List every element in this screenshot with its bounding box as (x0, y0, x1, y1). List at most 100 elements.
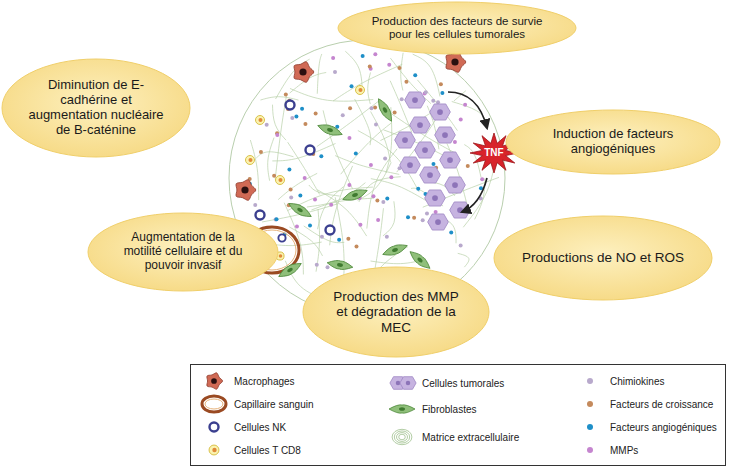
factor-dot (421, 218, 425, 222)
legend-item: Facteurs angiogéniques (575, 417, 717, 437)
macrophage (236, 180, 256, 201)
factor-dot (314, 112, 318, 116)
legend-symbol (387, 399, 417, 419)
factor-dot (354, 152, 358, 156)
factor-dot (298, 193, 302, 197)
legend-symbol (387, 427, 417, 447)
legend-swatch (587, 401, 593, 407)
ellipse-fill (2, 59, 190, 157)
factor-dot (400, 97, 404, 101)
nk-cell (256, 211, 265, 220)
matrix-fibre (355, 99, 371, 145)
fibroblast (326, 259, 353, 272)
t-cell-nucleus (249, 158, 253, 162)
tumor-cell (435, 127, 456, 143)
factor-dot (383, 157, 387, 161)
matrix-fibre (323, 110, 352, 189)
effect-text: Augmentation de la motilité cellulaire e… (112, 231, 254, 272)
t-cell-nucleus (279, 254, 283, 258)
factor-dot (313, 198, 317, 202)
effect-ellipse: Induction de facteurs angiogéniques (505, 109, 721, 175)
factor-dot (406, 215, 410, 219)
factor-dot (333, 70, 337, 74)
factor-dot (347, 136, 351, 140)
tumor-cell (430, 104, 451, 120)
fibroblast (316, 122, 343, 139)
legend-box: MacrophagesCapillaire sanguinCellules NK… (190, 364, 726, 466)
factor-dot (431, 99, 435, 103)
legend-text: Fibroblastes (422, 404, 476, 415)
legend-text: Cellules tumorales (422, 378, 504, 389)
factor-dot (294, 115, 298, 119)
tumor-nucleus (432, 195, 438, 201)
factor-dot (373, 52, 377, 56)
legend-symbol (387, 373, 417, 393)
legend-text: Facteurs angiogéniques (610, 422, 717, 433)
tumor-nucleus (407, 162, 413, 168)
tumor-cell (405, 92, 426, 108)
legend-symbol (199, 440, 229, 460)
factor-dot (275, 217, 279, 221)
fibroblast-nucleus (382, 107, 388, 114)
t-cell (276, 176, 285, 185)
legend-symbol (575, 440, 605, 460)
macrophage-nucleus (241, 186, 248, 193)
factor-dot (368, 64, 372, 68)
legend-text: Chimiokines (610, 376, 664, 387)
matrix-fibre (359, 177, 401, 202)
matrix-fibre (317, 54, 322, 94)
factor-dot (358, 223, 362, 227)
legend-symbol (575, 417, 605, 437)
fibroblast-nucleus (327, 127, 334, 132)
factor-dot (431, 162, 435, 166)
tumor-cell (395, 132, 416, 148)
factor-dot (319, 154, 323, 158)
legend-text: MMPs (610, 445, 638, 456)
factor-dot (265, 123, 269, 127)
factor-dot (347, 183, 351, 187)
matrix-fibre (392, 429, 412, 444)
tumor-nucleus (412, 97, 418, 103)
matrix-fibre (374, 208, 384, 276)
tumor-nucleus (452, 182, 458, 188)
legend-item: Macrophages (199, 371, 295, 391)
nk-cell (210, 423, 219, 432)
matrix-fibre (399, 434, 406, 440)
tumor-cell (400, 377, 416, 390)
legend-text: Macrophages (234, 376, 295, 387)
effect-ellipse: Productions de NO et ROS (493, 215, 713, 301)
matrix-fibre (272, 143, 335, 160)
factor-dot (453, 140, 457, 144)
effect-text: Production des facteurs de survie pour l… (368, 15, 546, 41)
factor-dot (295, 225, 299, 229)
factor-dot (387, 63, 391, 67)
matrix-fibre (273, 105, 287, 141)
factor-dot (373, 105, 377, 109)
factor-dot (412, 216, 416, 220)
legend-text: Matrice extracellulaire (422, 432, 519, 443)
factor-dot (275, 133, 279, 137)
matrix-fibre (397, 433, 408, 442)
matrix-fibre (401, 53, 403, 91)
factor-dot (287, 167, 291, 171)
capillary (202, 396, 226, 412)
legend-item: Chimiokines (575, 371, 664, 391)
t-cell (209, 445, 219, 455)
nk-cell (326, 226, 335, 235)
factor-dot (385, 235, 389, 239)
factor-dot (303, 122, 307, 126)
factor-dot (374, 122, 378, 126)
factor-dot (381, 200, 385, 204)
fibroblast-nucleus (392, 247, 399, 252)
factor-dot (315, 263, 319, 267)
legend-item: Cellules NK (199, 417, 286, 437)
fibroblast-nucleus (297, 207, 304, 213)
effect-text: Production des MMP et dégradation de la … (327, 289, 466, 336)
factor-dot (361, 54, 365, 58)
ellipse-fill (303, 267, 489, 357)
legend-swatch (587, 378, 593, 384)
t-cell-nucleus (279, 178, 283, 182)
tumor-cell (425, 190, 446, 206)
factor-dot (290, 116, 294, 120)
factor-dot (463, 103, 467, 107)
